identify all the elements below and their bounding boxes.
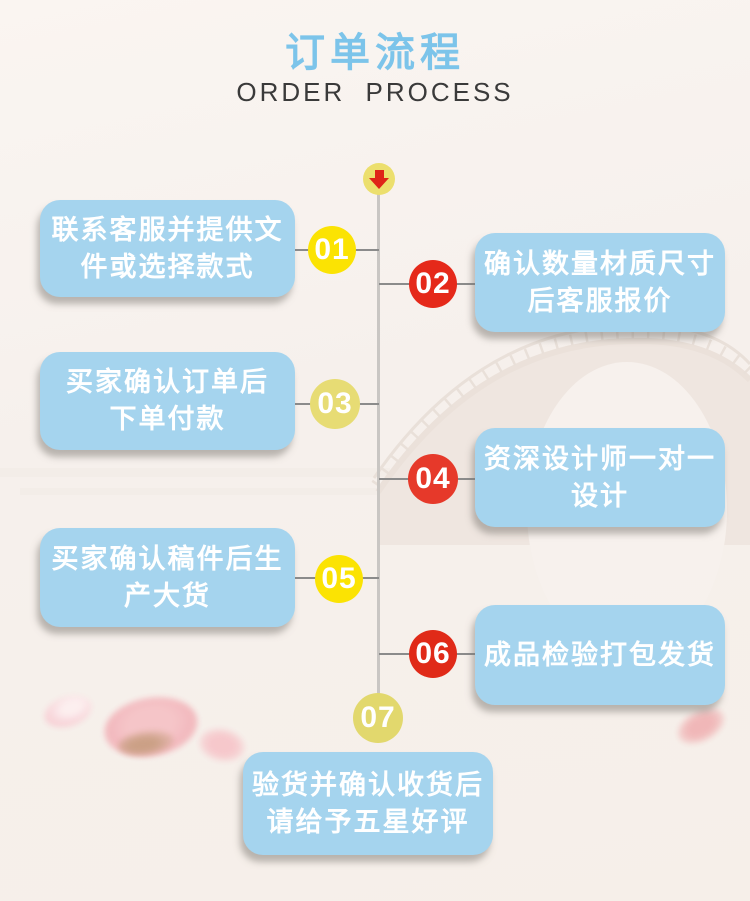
step-text-line: 设计 bbox=[571, 480, 629, 511]
step-number: 06 bbox=[415, 637, 451, 670]
step-text-line: 下单付款 bbox=[109, 404, 226, 434]
step-box: 买家确认订单后下单付款 bbox=[40, 352, 295, 450]
step-box: 确认数量材质尺寸后客服报价 bbox=[475, 233, 725, 332]
flower-petal bbox=[196, 724, 248, 766]
step-number-badge: 02 bbox=[409, 260, 457, 308]
step-text-line: 资深设计师一对一 bbox=[484, 443, 716, 474]
down-arrow-icon bbox=[369, 169, 389, 189]
step-number: 05 bbox=[321, 562, 357, 595]
down-arrow-head bbox=[369, 177, 389, 189]
step-number-badge: 07 bbox=[353, 693, 403, 743]
start-marker bbox=[363, 163, 395, 195]
step-box: 买家确认稿件后生产大货 bbox=[40, 528, 295, 627]
step-number: 02 bbox=[415, 267, 451, 300]
step-text-line: 请给予五星好评 bbox=[266, 806, 470, 837]
step-number-badge: 06 bbox=[409, 630, 457, 678]
step-text-line: 件或选择款式 bbox=[80, 251, 255, 282]
page-title-english: ORDER PROCESS bbox=[236, 77, 514, 107]
flower-petal-core bbox=[116, 727, 176, 759]
step-text-line: 产大货 bbox=[124, 580, 211, 611]
step-number-badge: 05 bbox=[315, 555, 363, 603]
page-title-chinese: 订单流程 bbox=[285, 31, 465, 75]
timeline-line bbox=[377, 180, 380, 718]
header: 订单流程 ORDER PROCESS bbox=[0, 30, 750, 106]
step-box: 验货并确认收货后请给予五星好评 bbox=[243, 752, 493, 855]
step-number-badge: 03 bbox=[310, 379, 360, 429]
step-box: 成品检验打包发货 bbox=[475, 605, 725, 705]
flower-petal bbox=[671, 701, 731, 751]
step-number-badge: 04 bbox=[408, 454, 458, 504]
step-number: 01 bbox=[314, 233, 350, 266]
step-number-badge: 01 bbox=[308, 226, 356, 274]
step-box: 联系客服并提供文件或选择款式 bbox=[40, 200, 295, 297]
down-arrow-shaft bbox=[374, 169, 384, 178]
step-text-line: 确认数量材质尺寸 bbox=[484, 248, 716, 279]
flower-petal bbox=[40, 690, 96, 733]
step-number: 07 bbox=[360, 701, 396, 734]
flower-petal bbox=[99, 690, 203, 764]
step-text-line: 联系客服并提供文 bbox=[51, 214, 284, 245]
step-text-line: 后客服报价 bbox=[527, 285, 673, 316]
step-text-line: 成品检验打包发货 bbox=[484, 639, 716, 670]
step-number: 03 bbox=[317, 387, 353, 420]
step-text-line: 验货并确认收货后 bbox=[252, 769, 484, 800]
step-box: 资深设计师一对一设计 bbox=[475, 428, 725, 527]
step-text-line: 买家确认稿件后生 bbox=[51, 543, 284, 574]
step-number: 04 bbox=[415, 462, 451, 495]
step-text-line: 买家确认订单后 bbox=[66, 367, 269, 397]
